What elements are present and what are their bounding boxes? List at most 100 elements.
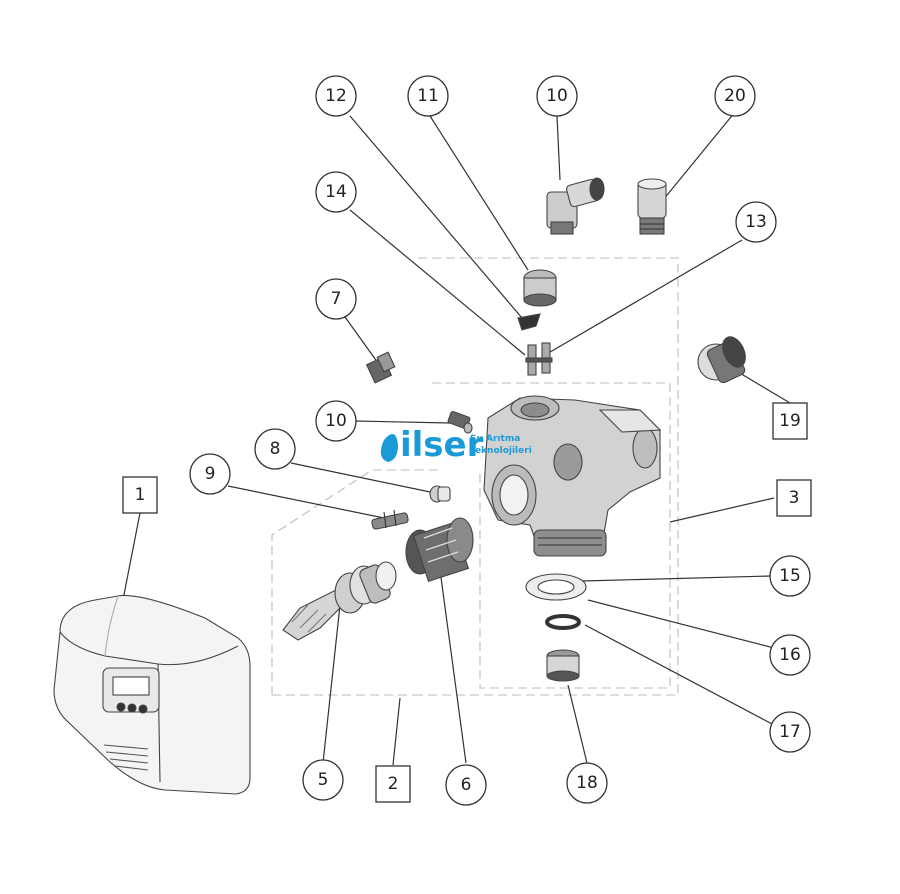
leader-16 (587, 599, 775, 649)
callout-number: 10 (546, 86, 568, 106)
callout-circle (315, 278, 357, 320)
callout-13: 13 (735, 201, 777, 243)
callout-number: 14 (325, 182, 347, 202)
leader-11 (429, 115, 529, 271)
leader-15 (581, 575, 772, 582)
callout-box (776, 479, 812, 517)
callout-11: 11 (407, 75, 449, 117)
callout-circle (735, 201, 777, 243)
callout-7: 7 (315, 278, 357, 320)
callout-circle (315, 171, 357, 213)
callout-box (772, 402, 808, 440)
washer-15 (525, 573, 587, 601)
piston-assembly (282, 561, 397, 641)
watermark-brand: ilser (400, 425, 484, 465)
fitting-10b (447, 410, 473, 434)
callout-circle (315, 75, 357, 117)
callout-6: 6 (445, 764, 487, 806)
callout-circle (536, 75, 578, 117)
fitting-20 (637, 178, 667, 235)
elbow-fitting-10a (546, 177, 605, 235)
leader-8 (290, 462, 436, 494)
callout-circle (769, 634, 811, 676)
callout-circle (769, 711, 811, 753)
callout-circle (714, 75, 756, 117)
callout-1: 1 (122, 476, 158, 514)
leader-lines (119, 111, 791, 766)
callout-8: 8 (254, 428, 296, 470)
callout-number: 6 (461, 775, 472, 795)
callout-5: 5 (302, 759, 344, 801)
leader-3 (669, 497, 775, 523)
leader-5 (322, 604, 341, 764)
spacer-stack (405, 517, 474, 583)
leader-2 (392, 697, 401, 766)
adapter-18 (546, 649, 580, 682)
leader-20 (662, 111, 736, 201)
callout-box (375, 765, 411, 803)
callout-circle (315, 400, 357, 442)
leader-10b (354, 420, 451, 424)
callout-2: 2 (375, 765, 411, 803)
outline-valve-body-outer (418, 257, 679, 696)
callout-number: 17 (779, 722, 801, 742)
callout-circle (302, 759, 344, 801)
callout-9: 9 (189, 453, 231, 495)
callout-number: 8 (270, 439, 281, 459)
watermark-logo: ilser Su Arıtma Teknolojileri (380, 425, 532, 465)
callout-12: 12 (315, 75, 357, 117)
leader-19 (737, 371, 791, 404)
leader-10a (556, 115, 561, 181)
water-drop-icon (380, 434, 398, 462)
callout-number: 7 (331, 289, 342, 309)
callout-box (122, 476, 158, 514)
callout-number: 19 (779, 411, 801, 431)
callout-20: 20 (714, 75, 756, 117)
callout-number: 20 (724, 86, 746, 106)
valve-body (483, 395, 662, 557)
callout-number: 15 (779, 566, 801, 586)
leader-9 (227, 485, 385, 519)
controller-housing (53, 594, 251, 795)
clip-12 (517, 313, 541, 331)
callout-18: 18 (566, 762, 608, 804)
cap-11 (523, 269, 557, 307)
leader-7 (344, 316, 379, 364)
fitting-7 (365, 351, 396, 384)
assembly-outlines (271, 257, 679, 696)
plug-8 (429, 485, 451, 503)
leader-13 (544, 239, 743, 356)
callout-number: 13 (745, 212, 767, 232)
callout-17: 17 (769, 711, 811, 753)
leader-14 (349, 209, 526, 356)
pins-13-14 (525, 342, 553, 376)
callout-number: 16 (779, 645, 801, 665)
callout-number: 18 (576, 773, 598, 793)
outline-piston-assembly (271, 469, 440, 696)
callout-circle (566, 762, 608, 804)
callout-number: 10 (325, 411, 347, 431)
callout-10: 10 (315, 400, 357, 442)
callout-circle (769, 555, 811, 597)
callout-number: 1 (135, 485, 146, 505)
leader-18 (567, 684, 588, 764)
leader-12 (349, 115, 523, 319)
outline-valve-body-inner (432, 382, 671, 689)
leader-6 (439, 569, 467, 764)
adapter-19 (697, 336, 746, 384)
callout-number: 11 (417, 86, 439, 106)
callout-number: 5 (318, 770, 329, 790)
leader-17 (584, 624, 775, 726)
callout-circle (189, 453, 231, 495)
callout-10: 10 (536, 75, 578, 117)
callout-15: 15 (769, 555, 811, 597)
callout-number: 3 (789, 488, 800, 508)
watermark-tagline-1: Su Arıtma (470, 434, 520, 444)
oring-17 (545, 614, 581, 630)
callout-number: 9 (205, 464, 216, 484)
callout-16: 16 (769, 634, 811, 676)
callout-circle (254, 428, 296, 470)
callout-number: 12 (325, 86, 347, 106)
